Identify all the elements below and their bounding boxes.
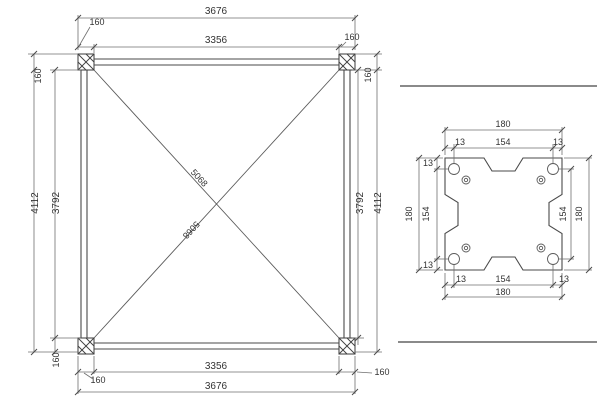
inner-ring-holes [461, 175, 546, 253]
dims-bottom: 3356 3676 160 160 [74, 356, 390, 396]
base-plate-outline [444, 157, 563, 271]
plate-dim-top-center: 154 [495, 137, 510, 147]
plate-dim-left-top: 13 [423, 158, 433, 168]
offset-bottom-left: 160 [90, 375, 105, 385]
dims-right: 3792 4112 160 [352, 50, 384, 356]
corner-post-bottom-left [77, 337, 95, 355]
frame-beams [80, 58, 351, 350]
plate-dim-top-right: 13 [553, 137, 563, 147]
dim-bottom-outer: 3676 [205, 381, 228, 392]
plate-dim-right-center: 154 [558, 206, 568, 221]
diagonal-braces: 5068 5068 [93, 69, 340, 339]
dim-top-outer: 3676 [205, 6, 228, 17]
plate-dim-left-overall: 180 [404, 206, 414, 221]
corner-post-top-right [338, 53, 356, 71]
base-plate-detail-view: 180 13 154 13 180 154 13 [404, 119, 593, 301]
plate-dim-bottom-left: 13 [456, 274, 466, 284]
offset-top-left: 160 [89, 17, 104, 27]
plate-dim-right-overall: 180 [574, 206, 584, 221]
dims-left: 4112 160 3792 160 [28, 50, 81, 368]
dim-left-outer: 4112 [30, 192, 41, 214]
offset-right-top: 160 [363, 67, 373, 82]
separator-lines [398, 85, 597, 343]
plate-dims-right: 154 180 [558, 154, 593, 274]
corner-post-bottom-right [338, 337, 356, 355]
offset-left-bottom: 160 [51, 352, 61, 367]
dims-top: 3676 3356 160 160 [74, 6, 360, 53]
plate-dims-bottom: 13 154 13 180 [441, 265, 569, 301]
plate-dim-left-center: 154 [421, 206, 431, 221]
main-plan-view: 5068 5068 3676 3356 160 160 [28, 6, 390, 396]
corner-bolt-holes [448, 163, 559, 265]
plate-dims-top: 180 13 154 13 [441, 119, 566, 163]
dim-top-inner: 3356 [205, 35, 228, 46]
diagonal-dim-2: 5068 [181, 219, 202, 241]
plate-dim-top-overall: 180 [495, 119, 510, 129]
offset-top-right: 160 [344, 32, 359, 42]
dim-right-inner: 3792 [355, 191, 366, 214]
dim-bottom-inner: 3356 [205, 361, 228, 372]
plate-dim-bottom-right: 13 [559, 274, 569, 284]
plate-dim-left-bottom: 13 [423, 260, 433, 270]
dim-left-inner: 3792 [51, 191, 62, 214]
offset-left-top: 160 [33, 68, 43, 83]
plate-dims-left: 180 154 13 13 [404, 154, 448, 274]
offset-bottom-right: 160 [374, 367, 389, 377]
plate-dim-top-left: 13 [455, 137, 465, 147]
dim-right-outer: 4112 [373, 192, 384, 214]
corner-post-top-left [77, 53, 95, 71]
plate-dim-bottom-overall: 180 [495, 287, 510, 297]
plate-dim-bottom-center: 154 [495, 274, 510, 284]
